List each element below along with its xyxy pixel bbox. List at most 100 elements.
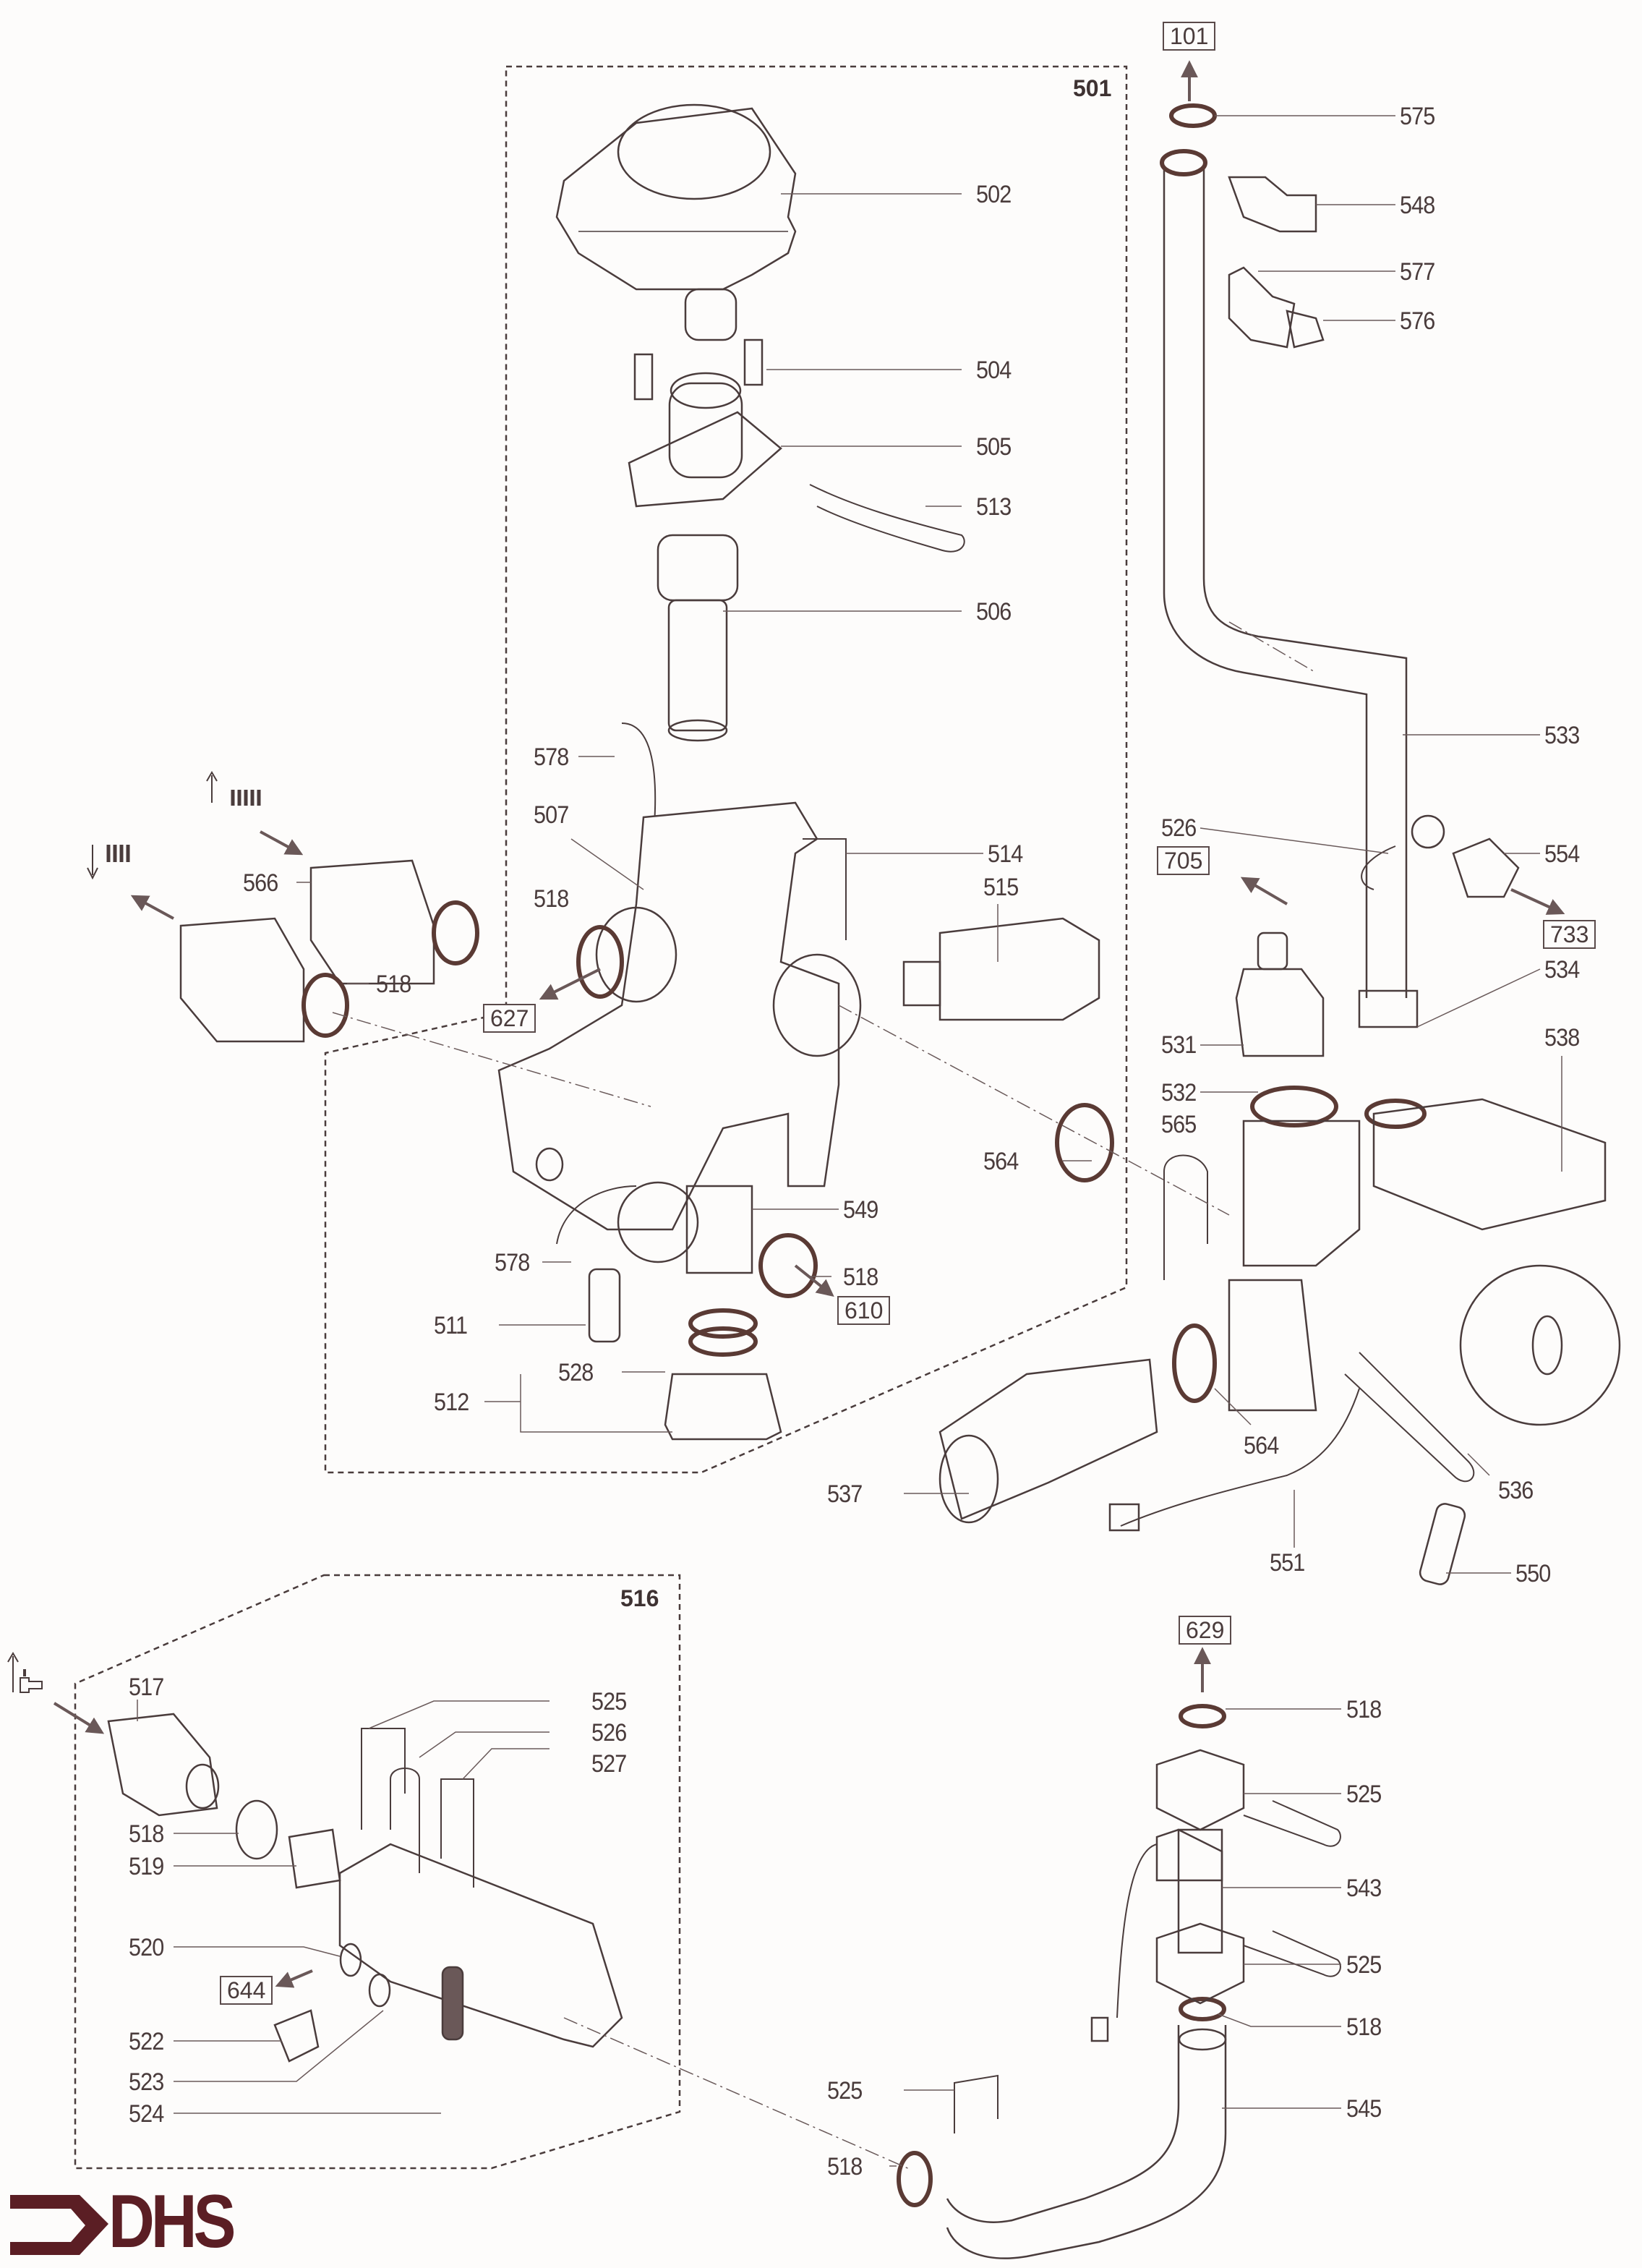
part-532-oring — [1250, 1086, 1338, 1127]
ref-box-644[interactable]: 644 — [220, 1976, 273, 2005]
part-538-pump — [1228, 1098, 1621, 1426]
part-518-oring — [576, 925, 624, 999]
part-515 — [902, 917, 1100, 1021]
part-label: 520 — [129, 1934, 164, 1961]
ref-box-705[interactable]: 705 — [1157, 846, 1210, 875]
part-label: 527 — [591, 1750, 627, 1778]
part-label: 554 — [1544, 840, 1580, 868]
part-label: 537 — [827, 1480, 863, 1508]
part-label: 566 — [243, 869, 278, 897]
part-533-pipe — [1160, 149, 1419, 1028]
part-522-plug — [273, 2009, 320, 2063]
part-516-body — [338, 1843, 623, 2048]
group-label-501: 501 — [1073, 75, 1112, 101]
part-550 — [1419, 1503, 1466, 1585]
group-label-516: 516 — [620, 1585, 659, 1611]
part-label: 536 — [1498, 1477, 1534, 1504]
part-518-oring — [1179, 1704, 1226, 1728]
part-label: 548 — [1400, 192, 1435, 219]
part-label: 519 — [129, 1853, 164, 1880]
part-564-oring — [1172, 1323, 1217, 1403]
arrow-to-627 — [539, 968, 601, 1000]
part-label: 549 — [843, 1196, 878, 1224]
part-566-fittings — [179, 859, 435, 1043]
part-524-bleed — [441, 1966, 464, 2041]
part-565-clip — [1163, 1154, 1208, 1280]
part-520-washer — [339, 1943, 362, 1977]
part-label: 522 — [129, 2028, 164, 2055]
ref-box-610[interactable]: 610 — [837, 1296, 891, 1325]
part-512-nut — [664, 1373, 782, 1441]
part-513-clip — [809, 484, 965, 553]
part-576-sensor — [1286, 310, 1325, 349]
part-label: 578 — [495, 1249, 530, 1276]
part-517-fitting — [107, 1713, 220, 1817]
part-518-washer — [235, 1799, 278, 1860]
part-label: 512 — [434, 1389, 469, 1416]
part-label: 551 — [1270, 1549, 1305, 1577]
part-label: 506 — [976, 598, 1012, 626]
ref-box-733[interactable]: 733 — [1543, 920, 1596, 949]
part-527-clip — [440, 1778, 474, 1888]
part-504-screws — [633, 338, 764, 401]
part-label: 507 — [534, 801, 569, 829]
arrow-to-733 — [1510, 888, 1565, 915]
part-label: 538 — [1544, 1024, 1580, 1052]
part-518-oring — [758, 1233, 818, 1298]
part-label: 524 — [129, 2100, 164, 2128]
part-545-pipe-end — [1178, 2028, 1227, 2051]
part-label: 534 — [1544, 956, 1580, 984]
ref-box-101[interactable]: 101 — [1163, 22, 1216, 51]
arrow-up-radiator-icon — [206, 771, 261, 806]
group-501-boundary — [324, 65, 1128, 1474]
part-523-washer — [368, 1973, 391, 2008]
part-548-clip — [1228, 176, 1317, 233]
part-518-oring — [432, 900, 479, 965]
part-label: 518 — [843, 1263, 878, 1291]
part-label: 523 — [129, 2068, 164, 2096]
part-577-clip — [1228, 266, 1296, 349]
part-575-oring — [1169, 103, 1217, 128]
part-518-oring — [1179, 1997, 1226, 2021]
part-506-cartridge — [657, 534, 739, 742]
part-505-flange — [628, 372, 782, 508]
part-543-flow-sensor — [1090, 1749, 1245, 2042]
part-label: 514 — [988, 840, 1023, 868]
part-label: 526 — [1161, 814, 1197, 842]
part-label: 543 — [1346, 1875, 1382, 1902]
part-label: 578 — [534, 743, 569, 771]
part-label: 518 — [376, 971, 411, 998]
part-label: 525 — [591, 1688, 627, 1715]
part-554-sensor — [1452, 837, 1520, 898]
arrow-to-610 — [794, 1264, 834, 1297]
part-label: 550 — [1515, 1560, 1551, 1587]
part-525-clip — [954, 2074, 999, 2133]
part-526-washer — [1411, 814, 1445, 849]
arrow-out-566 — [130, 895, 174, 920]
dhs-logo-text: DHS — [108, 2180, 236, 2264]
part-519-sleeve — [288, 1828, 341, 1889]
ref-box-627[interactable]: 627 — [483, 1004, 536, 1033]
part-525-clip — [1243, 1800, 1341, 1847]
part-label: 531 — [1161, 1031, 1197, 1059]
part-label: 505 — [976, 433, 1012, 461]
part-551-wiring — [1120, 1388, 1360, 1527]
arrow-to-644 — [275, 1969, 313, 1988]
part-518-oring — [897, 2151, 933, 2207]
part-564-oring — [1055, 1103, 1114, 1182]
part-label: 525 — [1346, 1781, 1382, 1808]
part-545-pipe — [946, 2025, 1227, 2259]
part-label: 575 — [1400, 103, 1435, 130]
part-537 — [938, 1358, 1158, 1524]
part-label: 564 — [1244, 1432, 1279, 1459]
part-label: 532 — [1161, 1079, 1197, 1107]
part-549 — [685, 1185, 753, 1274]
part-label: 545 — [1346, 2095, 1382, 2123]
ref-box-629[interactable]: 629 — [1179, 1616, 1232, 1645]
part-label: 576 — [1400, 307, 1435, 335]
part-526-clip — [390, 1768, 420, 1873]
part-label: 518 — [534, 885, 569, 913]
part-536-clip — [1344, 1352, 1475, 1483]
part-578-clip-upper — [621, 722, 657, 825]
